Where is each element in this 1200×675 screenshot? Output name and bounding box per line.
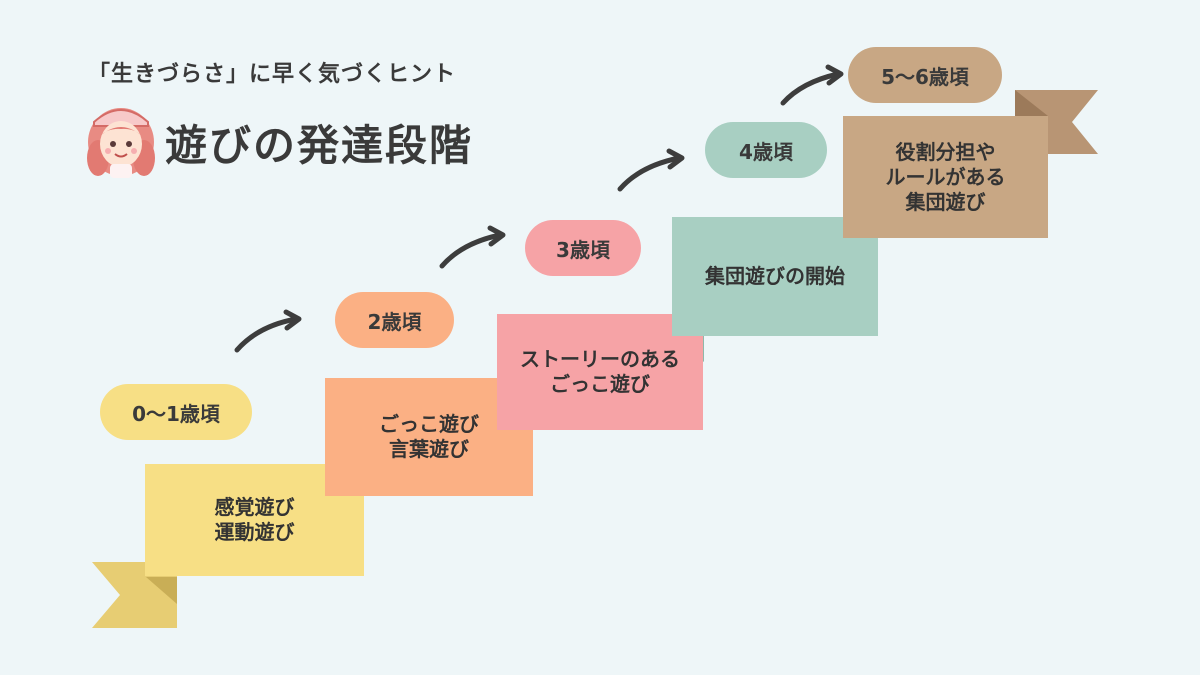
arrow-2	[439, 232, 503, 269]
age-pill-stage-1: 0〜1歳頃	[100, 384, 252, 440]
ribbon-fold-left	[146, 577, 177, 604]
step-card-text: ストーリーのある ごっこ遊び	[520, 347, 680, 396]
nurse-girl-avatar-icon	[87, 108, 155, 178]
step-card-stage-5: 役割分担や ルールがある 集団遊び	[843, 116, 1048, 238]
step-card-text: ごっこ遊び 言葉遊び	[379, 412, 479, 461]
age-pill-stage-5: 5〜6歳頃	[848, 47, 1002, 103]
arrow-3-head	[666, 148, 685, 170]
arrow-4-head	[825, 64, 844, 86]
step-card-stage-3: ストーリーのある ごっこ遊び	[497, 314, 703, 430]
arrow-2-head	[487, 225, 506, 247]
arrow-1-head	[283, 309, 302, 331]
page-title: 遊びの発達段階	[165, 121, 474, 170]
age-pill-stage-4: 4歳頃	[705, 122, 827, 178]
arrow-1	[234, 316, 299, 353]
page-subtitle: 「生きづらさ」に早く気づくヒント	[88, 62, 457, 87]
step-card-text: 役割分担や ルールがある 集団遊び	[885, 139, 1006, 214]
arrow-4	[780, 71, 841, 106]
arrow-3	[617, 155, 682, 192]
age-pill-stage-3: 3歳頃	[525, 220, 641, 276]
step-card-text: 感覚遊び 運動遊び	[214, 495, 295, 544]
ribbon-fold-right	[1015, 90, 1048, 116]
step-card-text: 集団遊びの開始	[705, 264, 845, 288]
step-card-stage-4: 集団遊びの開始	[672, 217, 878, 336]
age-pill-stage-2: 2歳頃	[335, 292, 454, 348]
